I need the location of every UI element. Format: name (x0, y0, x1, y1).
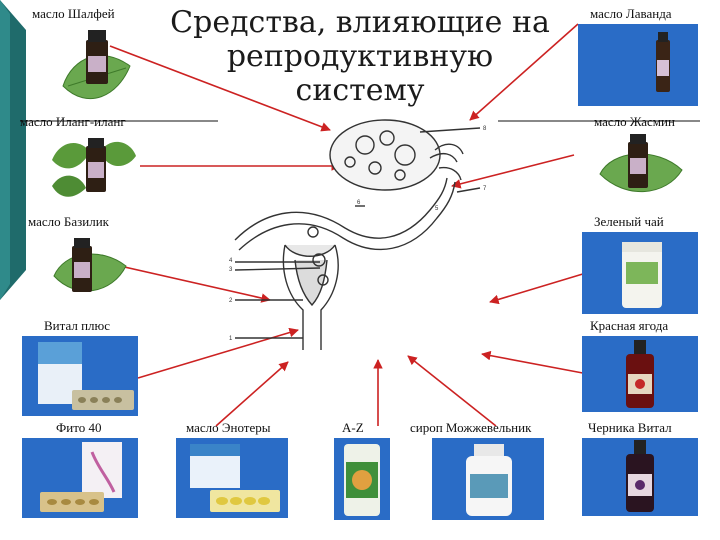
syrup-bottle-icon (582, 438, 698, 516)
label-lavanda: масло Лаванда (590, 6, 672, 21)
oil-bottle-with-leaf-icon (58, 26, 138, 116)
diagram-number: 1 (229, 336, 233, 342)
label-vital-plus: Витал плюс (44, 318, 111, 333)
uterus-anatomy-diagram: 8 7 6 5 4 3 2 1 (225, 110, 500, 360)
oil-bottle-with-leaves-icon (50, 130, 140, 206)
tablet-box-icon (22, 336, 138, 416)
supplement-jar-icon (334, 438, 390, 520)
diagram-number: 3 (229, 267, 233, 273)
label-bazilik: масло Базилик (28, 214, 110, 229)
label-krasnaya: Красная ягода (590, 318, 669, 333)
oil-bottle-with-leaf-icon (50, 236, 132, 306)
oil-bottle-icon (578, 24, 698, 106)
label-zel-chay: Зеленый чай (594, 214, 664, 229)
label-mozhzh: сироп Можжевельник (410, 420, 532, 435)
capsule-box-icon (176, 438, 288, 518)
diagram-number: 6 (357, 200, 361, 206)
diagram-number: 8 (483, 126, 487, 132)
oil-bottle-with-leaf-icon (596, 130, 686, 206)
tablet-box-icon (22, 438, 138, 518)
label-az: A-Z (342, 420, 364, 435)
diagram-number: 2 (229, 298, 233, 304)
supplement-jar-icon (582, 232, 698, 314)
slide-edge-decoration (0, 0, 26, 300)
syrup-bottle-icon (582, 336, 698, 412)
label-chernika: Черника Витал (588, 420, 672, 435)
diagram-number: 7 (483, 186, 487, 192)
slide-title: Средства, влияющие на репродуктивную сис… (170, 5, 550, 108)
label-shalfey: масло Шалфей (32, 6, 115, 21)
label-enotery: масло Энотеры (186, 420, 271, 435)
syrup-jar-icon (432, 438, 544, 520)
label-jasmin: масло Жасмин (594, 114, 675, 129)
diagram-number: 5 (435, 206, 439, 212)
label-ilang: масло Иланг-иланг (20, 114, 126, 129)
diagram-number: 4 (229, 258, 233, 264)
label-fito40: Фито 40 (56, 420, 102, 435)
